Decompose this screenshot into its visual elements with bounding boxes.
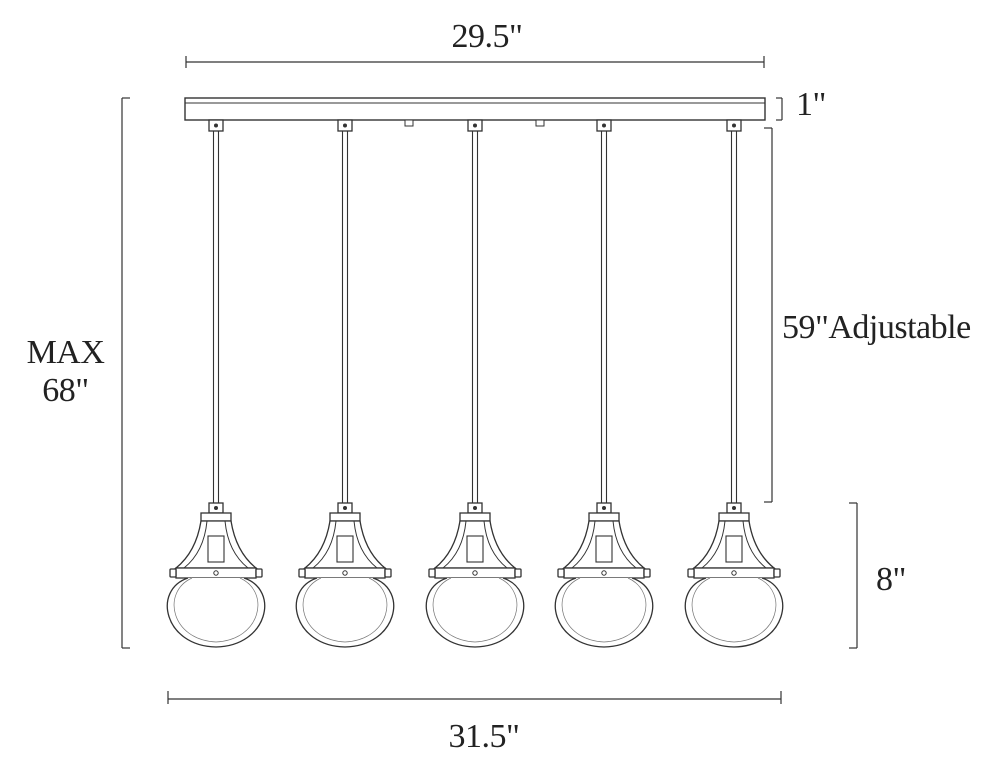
canopy-bar	[184, 97, 766, 127]
pendant-light-2	[295, 119, 395, 648]
pendant-light-1	[166, 119, 266, 648]
dimension-line-overall-width	[167, 691, 782, 704]
overall-width-label: 31.5"	[448, 718, 520, 755]
shade-height-label: 8"	[876, 561, 906, 598]
pendant-light-3	[425, 119, 525, 648]
cord-length-label: 59"Adjustable	[782, 309, 971, 346]
canopy-height-label: 1"	[796, 86, 826, 123]
canopy-width-label: 29.5"	[451, 18, 523, 55]
dimension-line-canopy-width	[185, 56, 765, 68]
max-height-label-line2: 68"	[42, 372, 89, 410]
pendant-light-4	[554, 119, 654, 648]
max-height-label: MAX 68"	[8, 334, 123, 410]
dimension-line-canopy-height	[776, 97, 783, 121]
dimension-line-cord-length	[764, 127, 773, 503]
max-height-label-line1: MAX	[26, 334, 105, 371]
pendant-light-5	[684, 119, 784, 648]
dimension-line-max-height	[121, 97, 130, 649]
dimension-line-shade-height	[849, 502, 858, 649]
